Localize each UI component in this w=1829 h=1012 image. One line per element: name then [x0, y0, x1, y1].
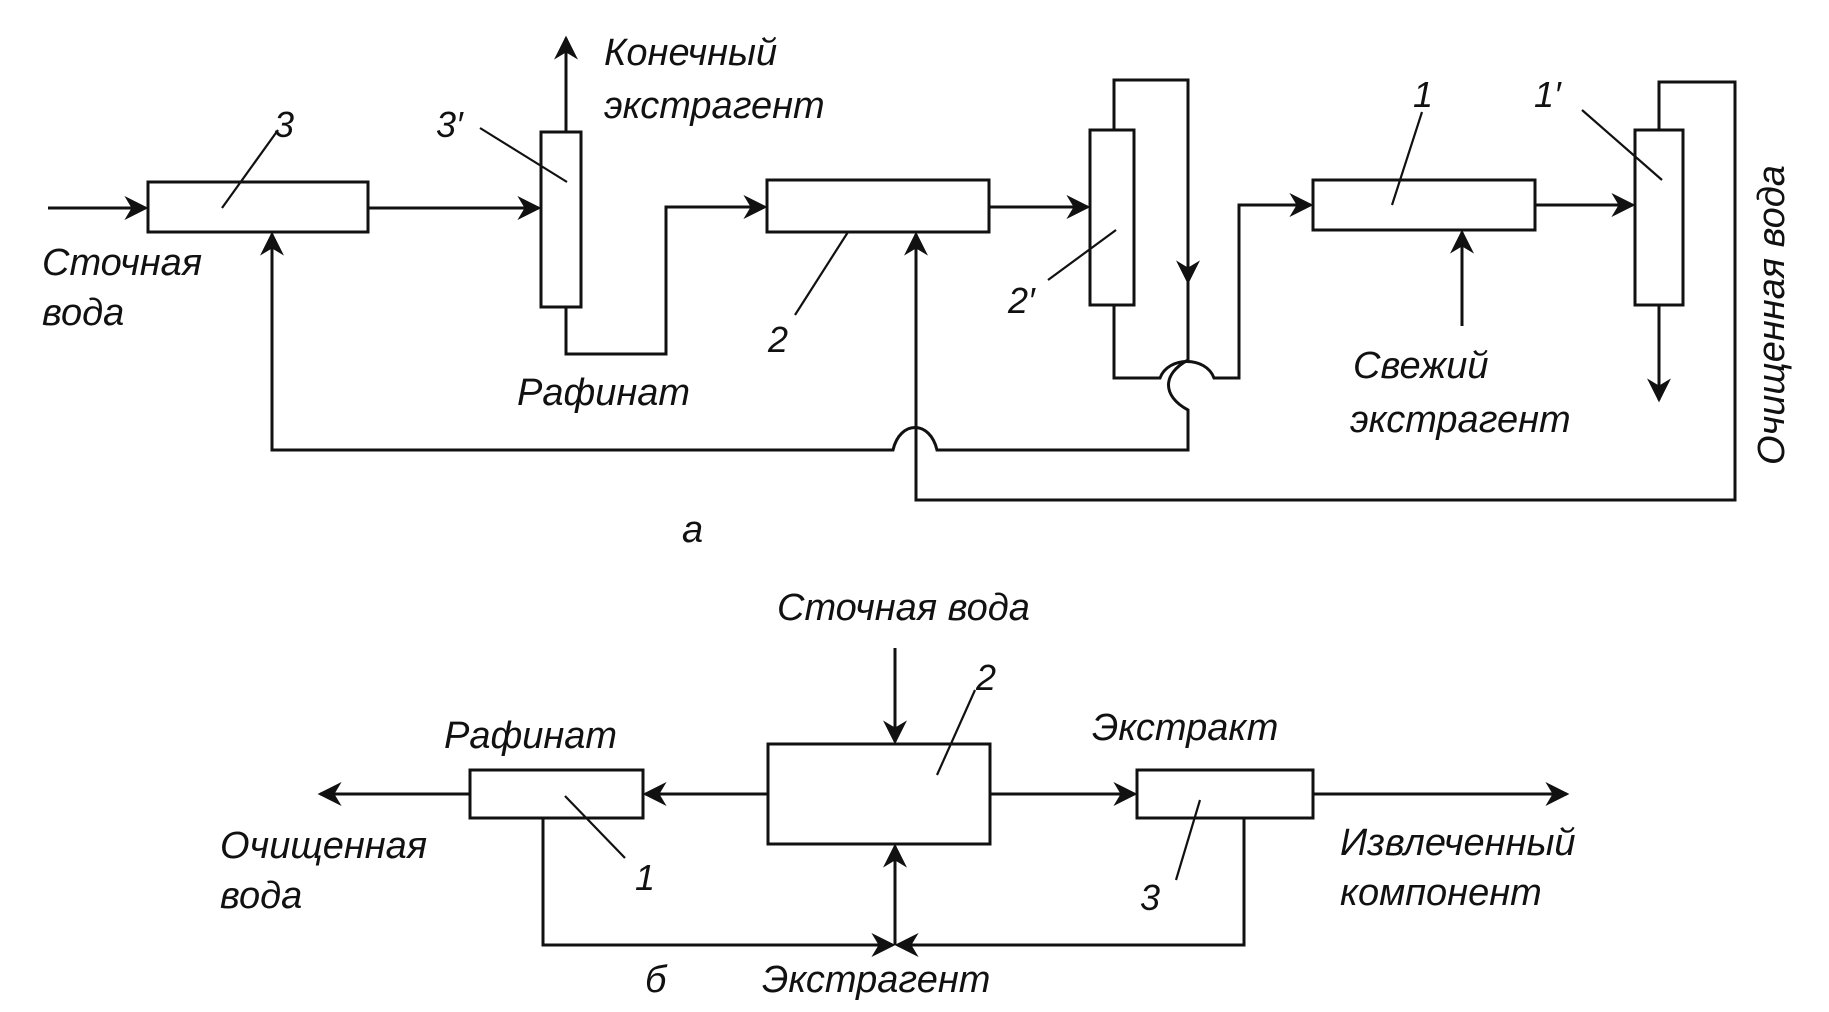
unit-number-b-1: 1: [635, 857, 655, 898]
unit-number-b-2: 2: [975, 657, 996, 698]
leader-3: [221, 129, 279, 209]
caption-b: б: [645, 959, 668, 1001]
label-purified-water-a: Очищенная вода: [1751, 165, 1793, 465]
label-raffinate-a: Рафинат: [517, 372, 690, 414]
label-wastewater-b: Сточная вода: [777, 587, 1030, 629]
diagram-a: Сточная вода Конечный экстрагент Рафинат…: [42, 32, 1793, 551]
unit-2-box: [766, 742, 992, 846]
label-extracted-component-line1: Извлеченный: [1340, 822, 1576, 864]
settler-2-prime: [1088, 128, 1136, 307]
label-fresh-extractant-line1: Свежий: [1353, 345, 1489, 387]
mixer-2: [765, 178, 991, 234]
recycle-from-unit3: [894, 818, 1246, 957]
unit-number-1: 1: [1413, 74, 1433, 115]
mixer-3: [146, 180, 370, 234]
leader-b-1: [564, 795, 626, 859]
diagram-b: Сточная вода Рафинат Экстракт Очищенная …: [220, 587, 1576, 1001]
mixer-1: [1311, 178, 1537, 232]
label-wastewater-a-line1: Сточная: [42, 242, 202, 284]
label-final-extractant-line2: экстрагент: [604, 85, 825, 127]
leader-3-prime: [479, 127, 568, 183]
raffinate-2-to-mixer1-arrow: [1112, 193, 1314, 380]
extract-2-return-down: [1112, 78, 1200, 285]
leader-1-prime: [1581, 109, 1663, 181]
unit-number-2: 2: [767, 319, 788, 360]
extract-1-return-to-mixer2: [904, 80, 1737, 502]
label-purified-water-b-line1: Очищенная: [220, 825, 427, 867]
unit-3-box: [1135, 768, 1315, 820]
unit-number-3: 3: [274, 104, 294, 145]
leader-1: [1390, 111, 1424, 206]
label-wastewater-a-line2: вода: [42, 292, 124, 334]
leader-2-prime: [1047, 229, 1117, 281]
settler-3-prime: [539, 130, 583, 309]
caption-a: а: [682, 509, 703, 551]
label-final-extractant-line1: Конечный: [604, 32, 777, 74]
label-raffinate-b: Рафинат: [444, 715, 617, 757]
label-extract-b: Экстракт: [1092, 707, 1278, 749]
recycle-from-unit1: [541, 818, 896, 957]
unit-number-b-3: 3: [1140, 877, 1160, 918]
label-purified-water-b-line2: вода: [220, 875, 302, 917]
raffinate-3-to-mixer2-arrow: [564, 195, 768, 356]
unit-1-box: [468, 768, 645, 820]
leader-b-2: [935, 689, 977, 776]
label-extractant-b: Экстрагент: [762, 959, 990, 1001]
unit-number-3-prime: 3′: [436, 104, 464, 145]
leader-b-3: [1174, 799, 1202, 881]
label-extracted-component-line2: компонент: [1340, 872, 1542, 914]
settler-1-prime: [1633, 128, 1685, 307]
leader-2: [794, 231, 849, 316]
label-fresh-extractant-line2: экстрагент: [1350, 399, 1571, 441]
unit-number-2-prime: 2′: [1007, 280, 1036, 321]
unit-number-1-prime: 1′: [1534, 74, 1562, 115]
extract-2-return-line: [260, 231, 1190, 452]
